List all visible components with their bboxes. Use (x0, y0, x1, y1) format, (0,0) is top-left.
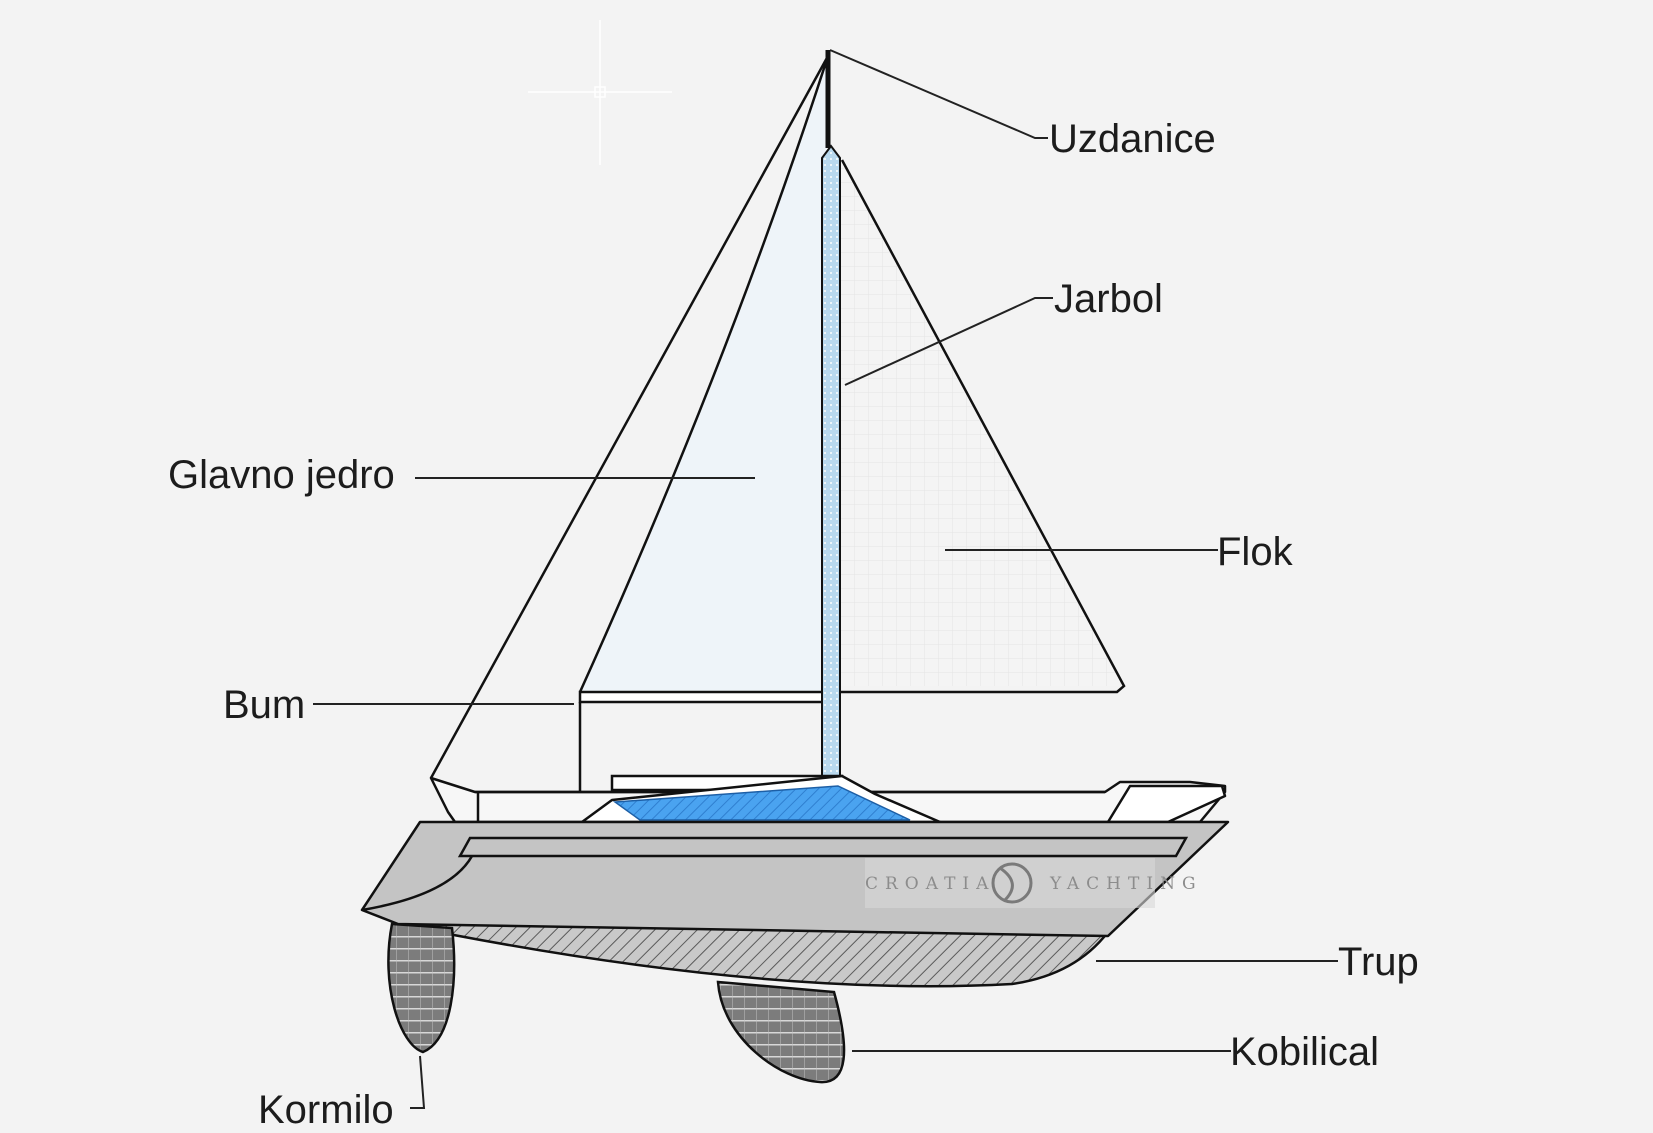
jib-leech (836, 159, 1126, 694)
label-jarbol: Jarbol (1054, 277, 1163, 321)
rudder (387, 922, 456, 1054)
label-kobilica: Kobilical (1230, 1030, 1379, 1074)
leader-jarbol (844, 297, 1053, 386)
underwater-hull (397, 922, 1111, 988)
label-flok: Flok (1217, 530, 1294, 574)
bow-pulpit (1106, 784, 1227, 824)
leader-kormilo (410, 1055, 426, 1109)
svg-text:YACHTING: YACHTING (1049, 874, 1203, 894)
label-kormilo: Kormilo (258, 1088, 394, 1132)
main-sail (580, 56, 828, 692)
leader-uzdanice (829, 49, 1048, 139)
crosshair-cursor-icon (528, 20, 672, 165)
keel (716, 980, 846, 1084)
watermark-logo: CROATIA YACHTING (865, 858, 1203, 908)
mast (821, 144, 841, 777)
cabin-window (612, 785, 911, 821)
bow-curve (361, 855, 474, 912)
yacht-sail-logo-icon (991, 862, 1033, 904)
label-glavno-jedro: Glavno jedro (168, 453, 395, 497)
label-trup: Trup (1338, 940, 1419, 984)
hull-stripe (457, 836, 1189, 858)
svg-text:CROATIA: CROATIA (865, 874, 995, 894)
label-uzdanice: Uzdanice (1049, 117, 1216, 161)
label-bum: Bum (223, 683, 305, 727)
boom (578, 690, 834, 704)
main-sail-leech (578, 55, 830, 693)
forestay (429, 55, 830, 779)
